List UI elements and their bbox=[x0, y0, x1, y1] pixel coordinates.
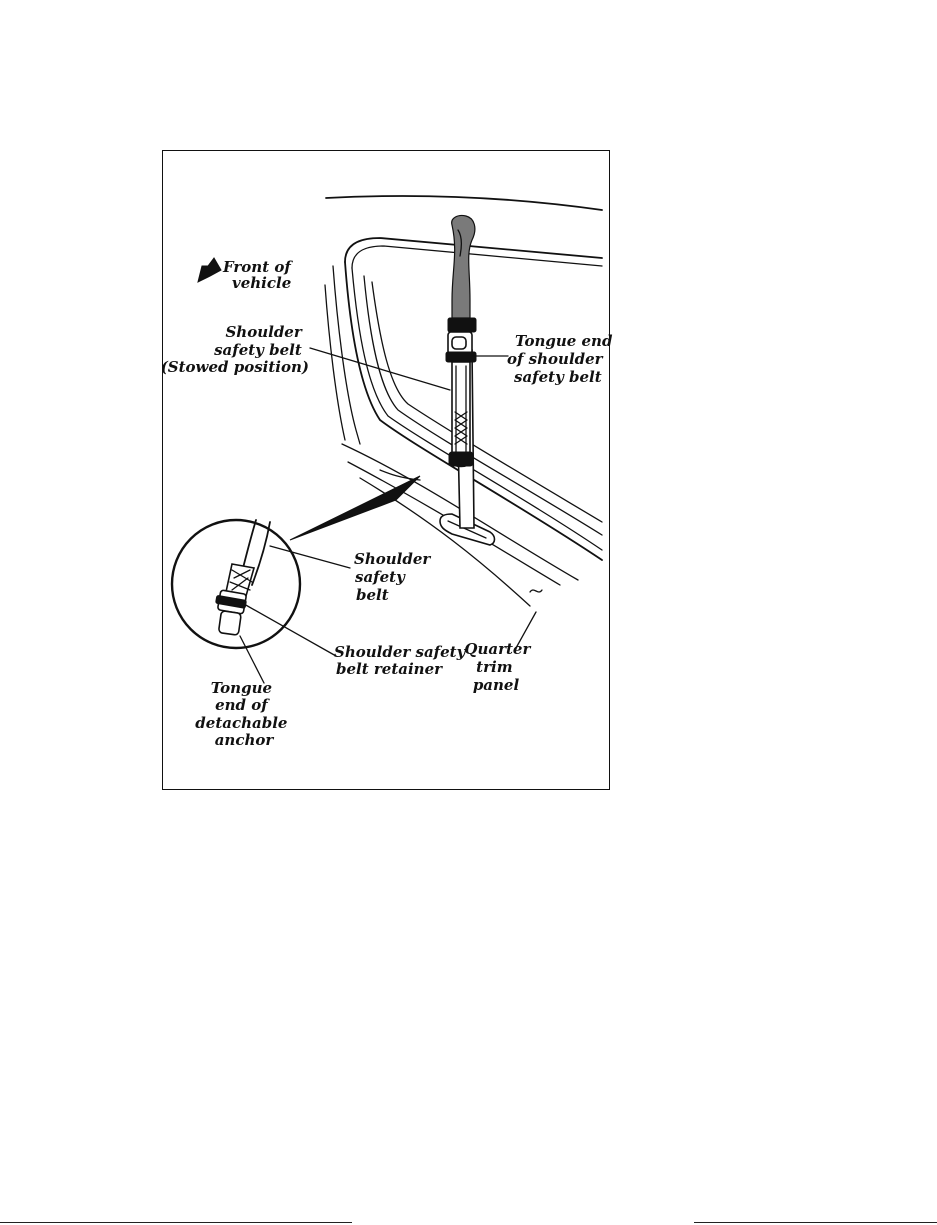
belt-assembly bbox=[440, 215, 495, 545]
leader-lines bbox=[240, 348, 536, 683]
front-direction-arrow bbox=[198, 258, 221, 282]
scan-mark bbox=[694, 1222, 937, 1223]
label-tongue-end-anchor: Tongue end of detachable anchor bbox=[195, 679, 292, 749]
label-shoulder-belt-detail: Shoulder safety belt bbox=[354, 550, 436, 604]
detail-inset bbox=[172, 520, 300, 648]
label-quarter-trim-panel: Quarter trim panel bbox=[464, 640, 535, 694]
scan-mark bbox=[0, 1222, 352, 1223]
label-shoulder-belt-stowed: Shoulder safety belt (Stowed position) bbox=[161, 323, 309, 376]
label-tongue-end-shoulder-belt: Tongue end of shoulder safety belt bbox=[507, 332, 618, 386]
label-front-of-vehicle: Front of vehicle bbox=[222, 258, 296, 292]
label-belt-retainer: Shoulder safety belt retainer bbox=[334, 643, 471, 678]
magnify-wedge bbox=[290, 476, 420, 540]
belt-connector bbox=[448, 318, 476, 332]
stowed-belt bbox=[452, 362, 470, 467]
upper-anchor-grip bbox=[452, 215, 475, 318]
